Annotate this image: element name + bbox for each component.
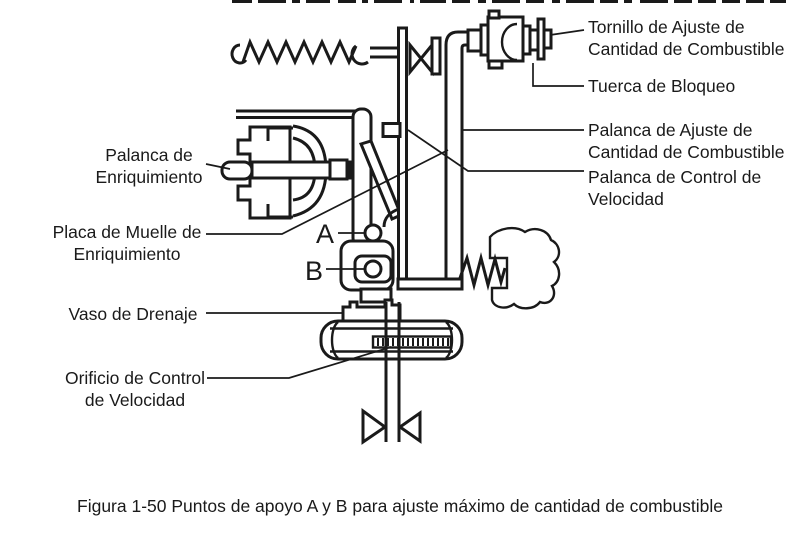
callout-control	[407, 129, 584, 172]
enrichment-lever	[220, 124, 352, 220]
lock-nut	[521, 17, 553, 61]
pivot-a	[363, 223, 383, 243]
label-point-b: B	[305, 256, 323, 286]
label-palanca-ajuste-1: Palanca de Ajuste de	[588, 120, 752, 140]
control-rod	[361, 302, 422, 445]
label-placa-muelle-1: Placa de Muelle de	[53, 222, 202, 242]
label-palanca-control-1: Palanca de Control de	[588, 167, 761, 187]
governor-spring	[230, 37, 398, 66]
callout-orificio	[207, 346, 392, 379]
figure-caption: Figura 1-50 Puntos de apoyo A y B para a…	[77, 496, 723, 516]
housing-fragment	[488, 226, 561, 310]
label-palanca-control-2: Velocidad	[588, 189, 664, 209]
label-palanca-enriquimiento-1: Palanca de	[105, 145, 193, 165]
label-palanca-ajuste-2: Cantidad de Combustible	[588, 142, 785, 162]
lever-tip	[220, 160, 254, 181]
fuel-adjust-lever	[444, 30, 472, 291]
clamp-bowtie	[408, 36, 442, 77]
lever-foot-bar	[396, 277, 464, 291]
label-orificio-1: Orificio de Control	[65, 368, 205, 388]
label-vaso: Vaso de Drenaje	[68, 304, 197, 324]
callouts	[205, 29, 585, 379]
label-tuerca: Tuerca de Bloqueo	[588, 76, 735, 96]
callout-enriquimiento	[205, 163, 231, 170]
callout-tuerca	[532, 63, 584, 87]
pivot-b	[363, 259, 383, 279]
top-plate	[236, 109, 357, 119]
fuel-adjust-screw	[466, 9, 553, 70]
labels: Tornillo de Ajuste de Cantidad de Combus…	[53, 17, 785, 410]
label-palanca-enriquimiento-2: Enriquimiento	[96, 167, 203, 187]
callout-tornillo	[549, 29, 585, 36]
lever-tab	[381, 122, 402, 138]
callout-placa	[206, 149, 449, 235]
pivot-bracket	[339, 223, 395, 304]
label-tornillo-1: Tornillo de Ajuste de	[588, 17, 745, 37]
control-shaft	[319, 319, 464, 361]
break-symbol	[361, 408, 422, 445]
thread-hatch	[377, 338, 449, 346]
spring-rod	[370, 46, 398, 59]
label-tornillo-2: Cantidad de Combustible	[588, 39, 785, 59]
spring-hook	[350, 44, 369, 66]
label-point-a: A	[316, 219, 334, 249]
label-placa-muelle-2: Enriquimiento	[74, 244, 181, 264]
small-spring	[458, 252, 507, 291]
label-orificio-2: de Velocidad	[85, 390, 185, 410]
lever-shaft	[250, 160, 352, 180]
